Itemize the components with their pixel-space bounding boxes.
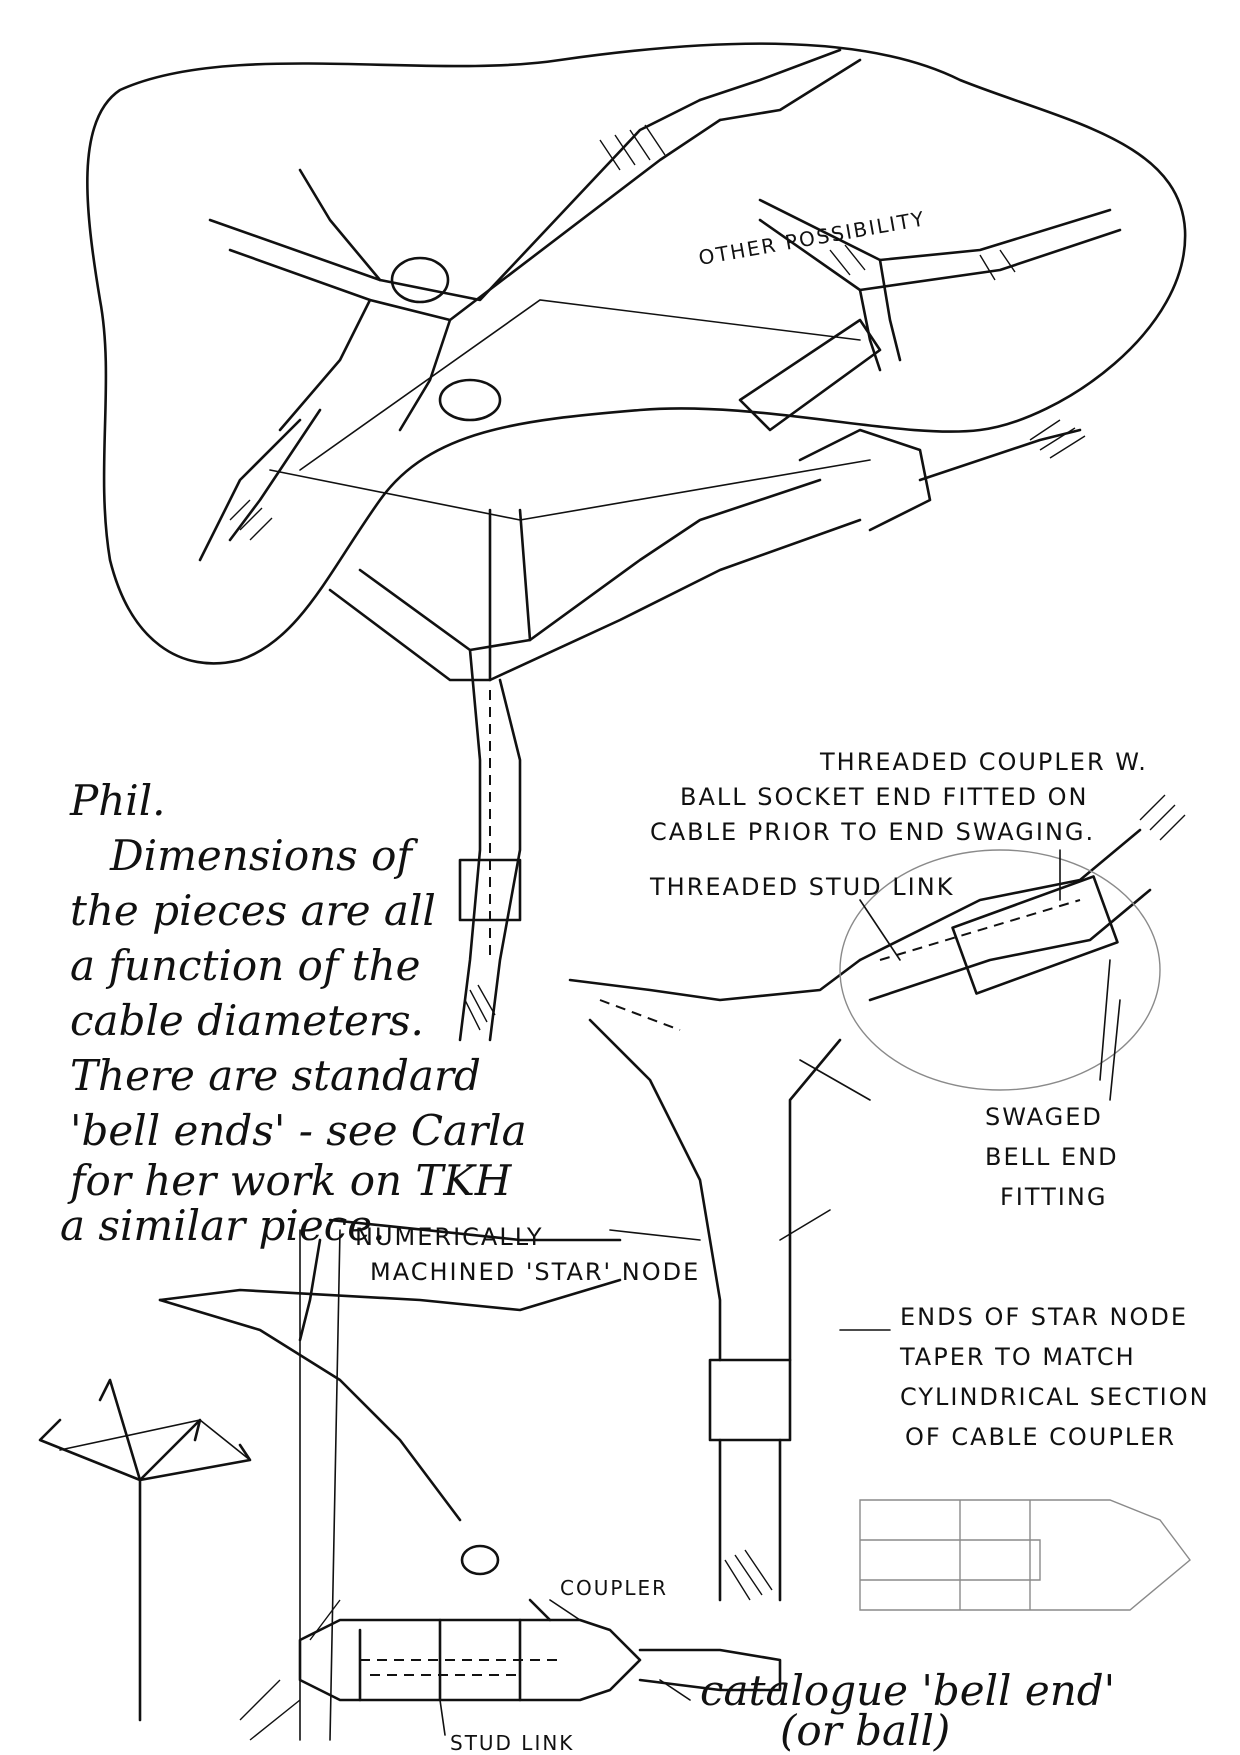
swaged-note-line-3: FITTING: [1000, 1183, 1107, 1211]
ends-note-line-1: ENDS OF STAR NODE: [900, 1303, 1188, 1331]
small-detail-sketch: [859, 1499, 1191, 1611]
catalogue-note-line-2: (or ball): [780, 1706, 950, 1755]
machined-star-node-sketch: [158, 1218, 622, 1741]
central-star-node: [269, 299, 1086, 1042]
right-star-node: [568, 794, 1186, 1602]
note-line-4: cable diameters.: [70, 996, 424, 1045]
note-line-3: a function of the: [70, 941, 421, 990]
machined-note-line-1: NUMERICALLY: [355, 1223, 544, 1251]
ends-note-line-4: OF CABLE COUPLER: [905, 1423, 1176, 1451]
coupler-note-line-2: BALL SOCKET END FITTED ON: [680, 783, 1088, 811]
other-possibility-label: OTHER POSSIBILITY: [697, 206, 928, 270]
ends-note-line-2: TAPER TO MATCH: [899, 1343, 1136, 1371]
swaged-note-line-2: BELL END: [985, 1143, 1119, 1171]
axis-triad: [38, 1378, 252, 1722]
handwritten-note: Phil. Dimensions of the pieces are all a…: [60, 776, 527, 1250]
note-line-1: Dimensions of: [109, 831, 418, 880]
note-line-6: 'bell ends' - see Carla: [70, 1106, 527, 1155]
coupler-note-line-1: THREADED COUPLER W.: [819, 748, 1148, 776]
coupler-label: COUPLER: [560, 1576, 668, 1600]
note-line-7: for her work on TKH: [67, 1156, 513, 1205]
stud-link-note: THREADED STUD LINK: [649, 873, 954, 901]
note-line-5: There are standard: [70, 1051, 481, 1100]
coupler-section-sketch: [239, 1598, 782, 1741]
machined-note-line-2: MACHINED 'STAR' NODE: [370, 1258, 700, 1286]
ends-note-line-3: CYLINDRICAL SECTION: [900, 1383, 1210, 1411]
note-line-8: a similar piece.: [60, 1201, 385, 1250]
leader-lines: [439, 849, 1121, 1736]
note-heading: Phil.: [69, 776, 166, 825]
other-possibility-node-sketch: [758, 198, 1122, 372]
note-line-2: the pieces are all: [70, 886, 436, 935]
upper-star-node-sketch: [198, 48, 862, 562]
catalogue-note-line-1: catalogue 'bell end': [700, 1666, 1115, 1715]
swaged-note-line-1: SWAGED: [985, 1103, 1103, 1131]
cloud-outline: [86, 42, 1187, 665]
coupler-note-line-3: CABLE PRIOR TO END SWAGING.: [650, 818, 1095, 846]
stud-link-label: STUD LINK: [450, 1731, 574, 1755]
